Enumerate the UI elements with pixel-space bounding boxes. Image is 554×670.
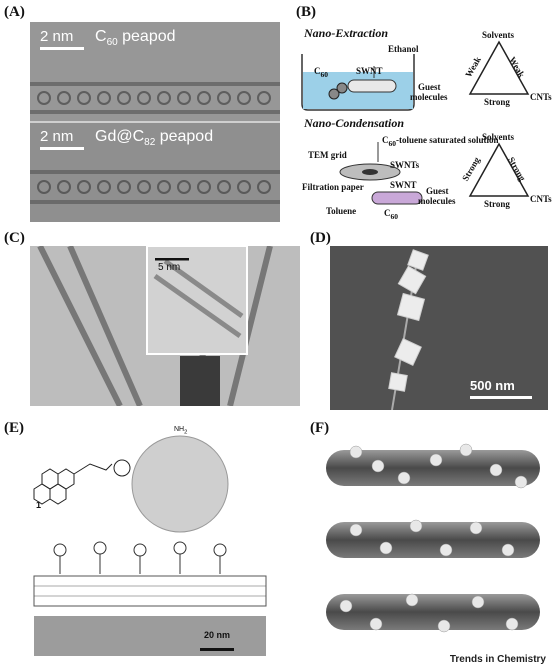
panel-d-sem-image: 500 nm [330, 246, 548, 410]
tri1-top-label: Solvents [482, 30, 515, 40]
tri2-cnts-label: CNTs [530, 194, 552, 204]
panel-d-crystals-graphic [330, 246, 548, 410]
molecules-label-2: molecules [418, 196, 456, 206]
ethanol-label: Ethanol [388, 44, 419, 54]
panel-a-top-scale-bar [40, 47, 84, 50]
panel-c-scale-label: 5 nm [158, 262, 181, 273]
journal-credit: Trends in Chemistry [449, 654, 546, 665]
guest-label-2: Guest [426, 186, 449, 196]
panel-a-top-title: C60 peapod [95, 28, 176, 49]
panel-b-graphic [301, 40, 530, 205]
nh2-label-top: NH2 [174, 426, 188, 436]
panel-a-bottom-scale-label: 2 nm [40, 128, 74, 145]
compound-number: 1 [36, 500, 42, 510]
panel-a-bottom-scale-bar [40, 147, 84, 150]
tem-grid-label: TEM grid [308, 150, 347, 160]
swnt-condensation-label: SWNT [390, 180, 417, 190]
nano-condensation-title: Nano-Condensation [304, 116, 405, 130]
filtration-paper-label: Filtration paper [302, 182, 364, 192]
nano-extraction-title: Nano-Extraction [304, 26, 389, 40]
swnt-extraction-label: SWNT [356, 66, 383, 76]
panel-c-tem-image: 5 nm [30, 246, 300, 406]
tri2-bottom-edge-label: Strong [484, 199, 510, 209]
toluene-label: Toluene [326, 206, 357, 216]
panel-f-graphic [326, 443, 540, 633]
tri1-bottom-edge-label: Strong [484, 97, 510, 107]
swnts-label: SWNTs [390, 160, 420, 170]
panel-a-tubes-graphic [30, 22, 280, 222]
panel-e-graphic [33, 435, 267, 656]
panel-a-label: (A) [4, 4, 25, 20]
panel-d-scale-bar [470, 396, 532, 399]
panel-b-schematic: Nano-Extraction Ethanol C60 SWNT Guest m… [290, 22, 554, 227]
c60-condensation-label: C60 [384, 208, 398, 221]
tri2-top-label: Solvents [482, 132, 515, 142]
panel-a-top-scale-label: 2 nm [40, 28, 74, 45]
molecules-label-1: molecules [410, 92, 448, 102]
c60-extraction-label: C60 [314, 66, 328, 79]
panel-d-scale-label: 500 nm [470, 378, 515, 393]
tri1-cnts-label: CNTs [530, 92, 552, 102]
panel-a-bottom-title: Gd@C82 peapod [95, 128, 214, 149]
panel-a-tem-image: 2 nm C60 peapod 2 nm Gd@C82 peapod [30, 22, 280, 222]
panel-b-label: (B) [296, 4, 316, 20]
panel-c-label: (C) [4, 230, 25, 246]
panel-d-label: (D) [310, 230, 331, 246]
c60-solution-label: C60-toluene saturated solution [382, 135, 499, 148]
panel-f-molecular-models [316, 430, 548, 652]
panel-e-schematic: 1 NH2 20 nm [30, 424, 270, 660]
panel-f-label: (F) [310, 420, 330, 436]
panel-c-nanotubes-graphic [30, 246, 300, 406]
panel-e-label: (E) [4, 420, 24, 436]
guest-label-1: Guest [418, 82, 441, 92]
panel-e-scale-label: 20 nm [204, 630, 231, 640]
